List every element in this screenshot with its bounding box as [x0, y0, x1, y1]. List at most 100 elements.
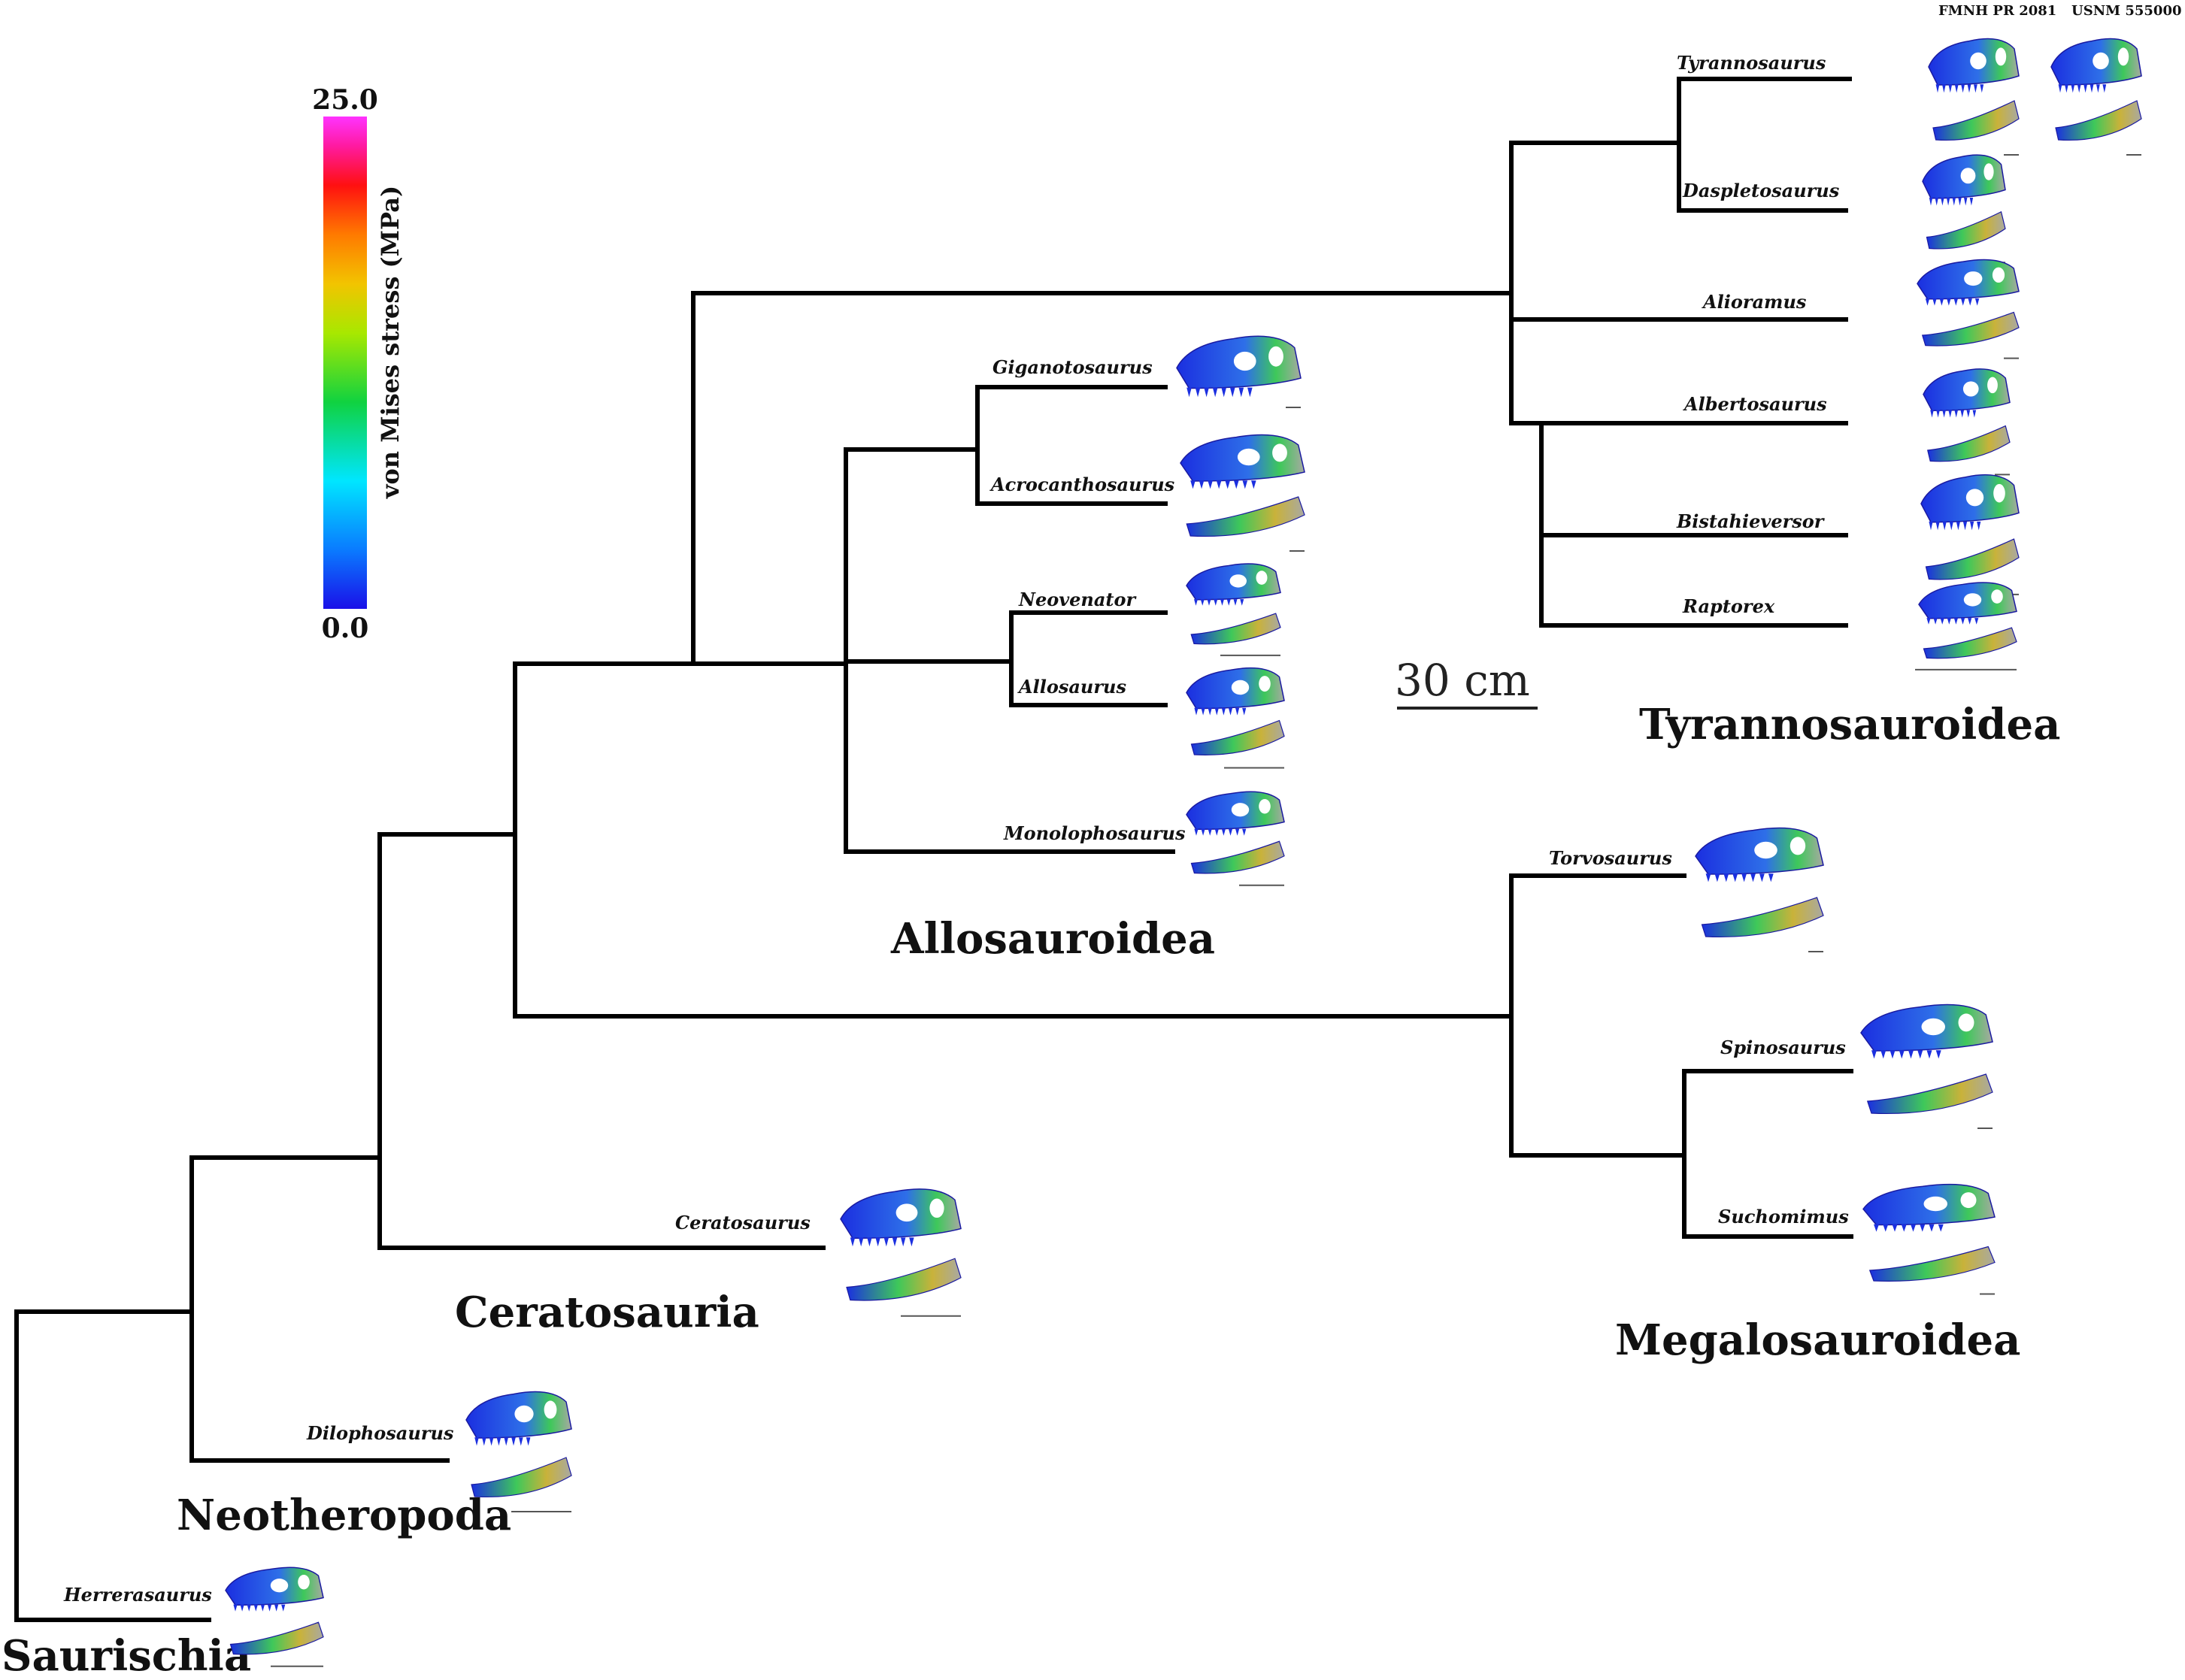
skull-tooth [1952, 198, 1956, 206]
skull-tooth [1954, 410, 1958, 418]
skull-tooth [1974, 618, 1979, 625]
skull-tooth [909, 1237, 914, 1247]
skull-tooth [1890, 1050, 1896, 1059]
skull-tooth [1221, 707, 1226, 716]
jaw-shape [1932, 100, 2020, 141]
skull-tooth [1871, 1050, 1877, 1059]
skull-tooth [2102, 84, 2107, 93]
skull-tooth [1920, 1224, 1926, 1232]
skull-tooth [1935, 84, 1940, 93]
skull-tooth [1705, 873, 1711, 882]
skull-orbit [1259, 676, 1271, 692]
skull-tooth [1980, 84, 1984, 93]
skull-tooth [1929, 198, 1933, 206]
skull-tooth [1974, 298, 1980, 306]
clade-label-saurischia: Saurischia [2, 1631, 251, 1680]
skull-tooth [1948, 84, 1953, 93]
jaw-shape [1925, 538, 2020, 580]
clade-label-tyrannosauroidea: Tyrannosauroidea [1639, 700, 2060, 749]
jaw-shape [1190, 719, 1285, 755]
skull-tooth [1208, 828, 1212, 836]
taxon-label-daspletosaurus: Daspletosaurus [1682, 180, 1840, 201]
skull-model-giganotosaurus [1176, 335, 1302, 408]
skull-tooth [1750, 873, 1756, 882]
taxon-label-albertosaurus: Albertosaurus [1683, 393, 1827, 415]
skull-model-acrocanthosaurus [1180, 434, 1305, 552]
skull-tooth [1953, 618, 1959, 625]
skull-tooth [2077, 84, 2081, 93]
jaw-shape [1926, 210, 2006, 250]
skull-orbit [1987, 377, 1998, 394]
skull-tooth [240, 1604, 244, 1612]
skull-tooth [1228, 828, 1233, 836]
skull-tooth [1200, 599, 1205, 606]
skull-tooth [1214, 599, 1218, 606]
skull-model-torvosaurus [1695, 827, 1824, 952]
skull-tooth [883, 1237, 889, 1247]
skull-tooth [1962, 521, 1968, 531]
skull-fenestra [1964, 271, 1983, 286]
skull-tooth [1935, 521, 1940, 531]
skull-tooth [260, 1604, 265, 1612]
skull-tooth [1954, 84, 1959, 93]
colorbar-gradient [323, 117, 367, 609]
skull-tooth [1939, 298, 1944, 306]
skull-tooth [1942, 521, 1947, 531]
taxon-label-bistahieversor: Bistahieversor [1676, 510, 1826, 532]
skull-tooth [1936, 410, 1940, 418]
taxon-label-tyrannosaurus: Tyrannosaurus [1677, 52, 1826, 74]
skull-tooth [1235, 707, 1240, 716]
jaw-shape [1701, 897, 1824, 938]
skull-tooth [1974, 84, 1977, 93]
skull-fenestra [1229, 574, 1247, 588]
skull-tooth [1229, 387, 1235, 398]
colorbar-min-label: 0.0 [322, 613, 369, 644]
taxon-label-raptorex: Raptorex [1682, 595, 1775, 617]
skull-tooth [850, 1237, 856, 1247]
skull-tooth [526, 1437, 531, 1446]
skull-fenestra [514, 1405, 534, 1423]
skull-model-ceratosaurus [840, 1188, 962, 1317]
skull-tooth [1201, 707, 1205, 716]
jaw-shape [1866, 1073, 1993, 1115]
skull-tooth [1966, 410, 1971, 418]
skull-fenestra [2093, 52, 2109, 70]
skull-tooth [1883, 1224, 1889, 1232]
skull-tooth [1194, 828, 1199, 836]
skull-tooth [1960, 618, 1965, 625]
skull-tooth [859, 1237, 864, 1247]
scale-bar-label: 30 cm [1395, 655, 1530, 706]
skull-fenestra [1923, 1196, 1947, 1212]
skull-orbit [1259, 798, 1271, 814]
skull-tooth [253, 1604, 258, 1612]
taxon-label-suchomimus: Suchomimus [1718, 1206, 1849, 1227]
scale-bar: 30 cm [1395, 655, 1538, 710]
skull-model-monolophosaurus [1186, 791, 1285, 886]
skull-fenestra [1960, 168, 1976, 184]
skull-fenestra [1963, 593, 1982, 607]
skull-tooth [1228, 707, 1233, 716]
jaw-shape [1190, 613, 1281, 645]
skull-tooth [519, 1437, 523, 1446]
clade-label-allosauroidea: Allosauroidea [890, 914, 1215, 964]
taxon-label-spinosaurus: Spinosaurus [1720, 1037, 1846, 1058]
skull-tooth [1723, 873, 1729, 882]
skull-tooth [1741, 873, 1747, 882]
skull-tooth [2058, 84, 2062, 93]
jaw-shape [1923, 627, 2017, 659]
clade-label-neotheropoda: Neotheropoda [177, 1491, 511, 1540]
skull-tooth [1880, 1050, 1886, 1059]
stress-colorbar: 25.0 0.0 von Mises stress (MPa) [312, 84, 405, 644]
skull-tooth [1938, 1224, 1944, 1232]
skull-tooth [1949, 521, 1953, 531]
skull-tooth [247, 1604, 251, 1612]
taxon-label-giganotosaurus: Giganotosaurus [992, 356, 1153, 378]
skull-orbit [1960, 1192, 1977, 1209]
skull-fenestra [1231, 803, 1250, 817]
colorbar-title: von Mises stress (MPa) [376, 186, 405, 499]
skull-orbit [1958, 1013, 1974, 1032]
jaw-shape [1921, 311, 2020, 347]
skull-tooth [1194, 707, 1199, 716]
skull-model-dilophosaurus [465, 1391, 572, 1512]
skull-orbit [1272, 443, 1287, 462]
